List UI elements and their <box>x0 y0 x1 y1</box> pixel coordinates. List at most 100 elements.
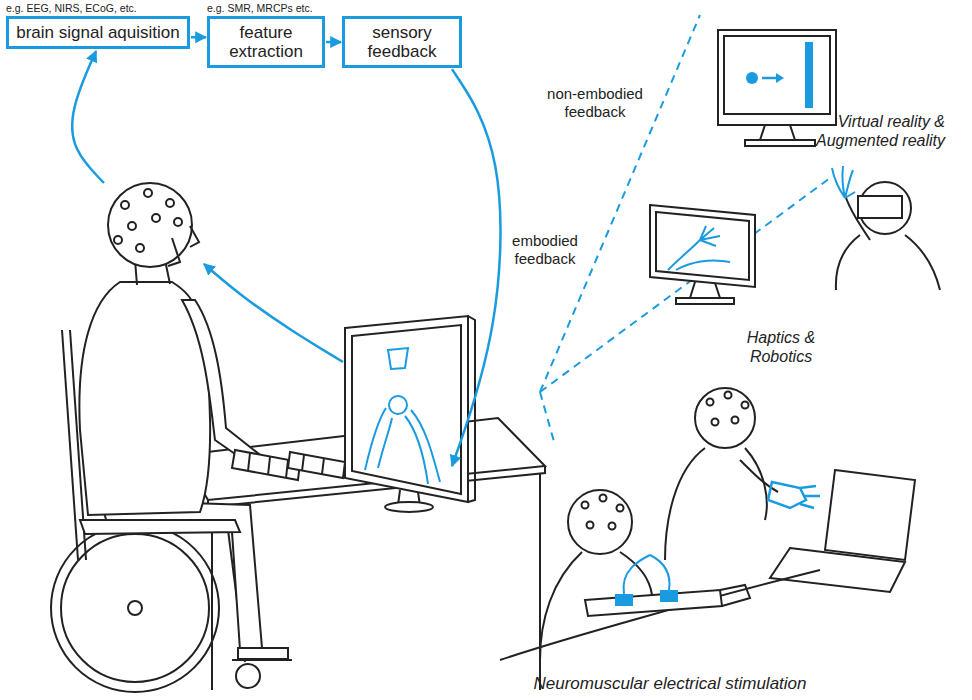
flow-arrow <box>326 41 341 44</box>
haptics-user-part <box>732 417 739 424</box>
stimulation-electrodes-part <box>623 555 669 594</box>
feedback-type-label: non-embodied feedback <box>545 85 645 121</box>
embodied-monitor-part <box>690 282 720 298</box>
patient-figure <box>79 183 345 659</box>
cursor-task-part <box>805 42 813 108</box>
box-border: feature extraction <box>207 16 325 68</box>
monitor-scene <box>365 348 440 484</box>
haptics-user <box>665 388 915 592</box>
nmes-user-part <box>568 490 632 554</box>
main-monitor-part <box>352 325 461 494</box>
feedback-fan-part <box>540 178 830 392</box>
non-embodied-monitor-part <box>724 36 830 114</box>
haptics-user-part <box>742 402 749 409</box>
feedback-fan-part <box>540 392 555 445</box>
non-embodied-monitor-part <box>745 140 815 146</box>
process-box: sensory feedback <box>342 2 462 68</box>
wheelchair-part <box>62 330 78 560</box>
patient-figure-part <box>166 199 174 207</box>
feedback-fan <box>540 15 830 445</box>
loop-arrow <box>204 264 343 362</box>
main-monitor <box>345 316 475 512</box>
patient-figure-part <box>108 183 192 267</box>
embodied-monitor-part <box>676 298 734 304</box>
patient-figure-part <box>288 452 345 478</box>
wheelchair-part <box>51 524 219 692</box>
cursor-task <box>746 42 813 108</box>
flow-arrow <box>191 36 206 39</box>
haptics-user-part <box>740 460 778 492</box>
loop-arrow <box>72 51 104 183</box>
monitor-scene-part <box>405 416 428 484</box>
stimulation-electrodes-part <box>615 594 633 606</box>
patient-figure-part <box>238 648 288 659</box>
patient-figure-part <box>152 214 160 222</box>
monitor-scene-part <box>365 408 386 470</box>
main-monitor-part <box>385 502 433 512</box>
haptics-user-part <box>695 388 755 448</box>
cursor-task-part <box>776 73 784 83</box>
desk-part <box>211 507 213 690</box>
haptics-user-part <box>725 392 732 399</box>
process-box: e.g. EEG, NIRS, ECoG, etc. brain signal a… <box>6 2 190 49</box>
nmes-user-part <box>585 590 722 616</box>
haptics-user-part <box>712 419 719 426</box>
process-box: e.g. SMR, MRCPs etc. feature extraction <box>207 2 325 68</box>
feedback-type-label: embodied feedback <box>505 232 585 268</box>
patient-figure-part <box>80 520 240 534</box>
monitor-scene-part <box>389 396 407 414</box>
vr-hand-part <box>832 166 855 198</box>
box-label: feature extraction <box>216 23 316 61</box>
example-note: e.g. SMR, MRCPs etc. <box>207 2 313 15</box>
vr-user <box>836 182 940 290</box>
non-embodied-monitor <box>718 30 836 146</box>
embodied-monitor-part <box>650 205 755 287</box>
embodied-monitor-part <box>656 212 749 280</box>
haptics-user-part <box>665 448 767 560</box>
robotic-glove-part <box>800 486 820 508</box>
nmes-user-part <box>600 495 607 502</box>
virtual-hand-part <box>676 260 730 270</box>
haptics-user-part <box>825 470 915 560</box>
nmes-user <box>500 490 820 660</box>
box-label: brain signal aquisition <box>15 23 181 42</box>
non-embodied-monitor-part <box>760 125 795 140</box>
example-note: e.g. EEG, NIRS, ECoG, etc. <box>6 2 137 15</box>
patient-figure-part <box>182 300 264 470</box>
patient-figure-part <box>302 455 324 474</box>
vr-user-part <box>858 196 902 218</box>
vr-user-part <box>836 235 940 290</box>
robotic-glove <box>768 482 820 508</box>
nmes-user-part <box>609 523 616 530</box>
cursor-task-part <box>762 77 776 80</box>
monitor-scene-part <box>388 348 408 369</box>
wheelchair-part <box>61 534 209 682</box>
main-monitor-part <box>345 316 468 502</box>
wheelchair-part <box>236 664 260 688</box>
feedback-type-label: Virtual reality & Augmented reality <box>793 112 945 150</box>
patient-figure-part <box>114 236 122 244</box>
nmes-user-part <box>720 585 750 606</box>
patient-figure-part <box>136 244 144 252</box>
vr-user-part <box>859 182 911 234</box>
patient-figure-part <box>168 238 180 266</box>
feedback-type-label: Haptics & Robotics <box>738 328 824 366</box>
patient-figure-part <box>190 226 199 247</box>
nmes-user-part <box>500 570 820 660</box>
monitor-scene-part <box>378 418 392 468</box>
wheelchair-part <box>128 601 142 615</box>
patient-figure-part <box>128 222 136 230</box>
non-embodied-monitor-part <box>718 30 836 125</box>
vr-hand <box>832 166 855 198</box>
feedback-loop <box>72 51 500 466</box>
nmes-user-part <box>582 502 589 509</box>
box-border: sensory feedback <box>342 16 462 68</box>
stimulation-electrodes-part <box>660 590 678 602</box>
feedback-fan-part <box>540 15 700 392</box>
feedback-type-label: Neuromuscular electrical stimulation <box>480 674 860 694</box>
nmes-user-part <box>617 505 624 512</box>
